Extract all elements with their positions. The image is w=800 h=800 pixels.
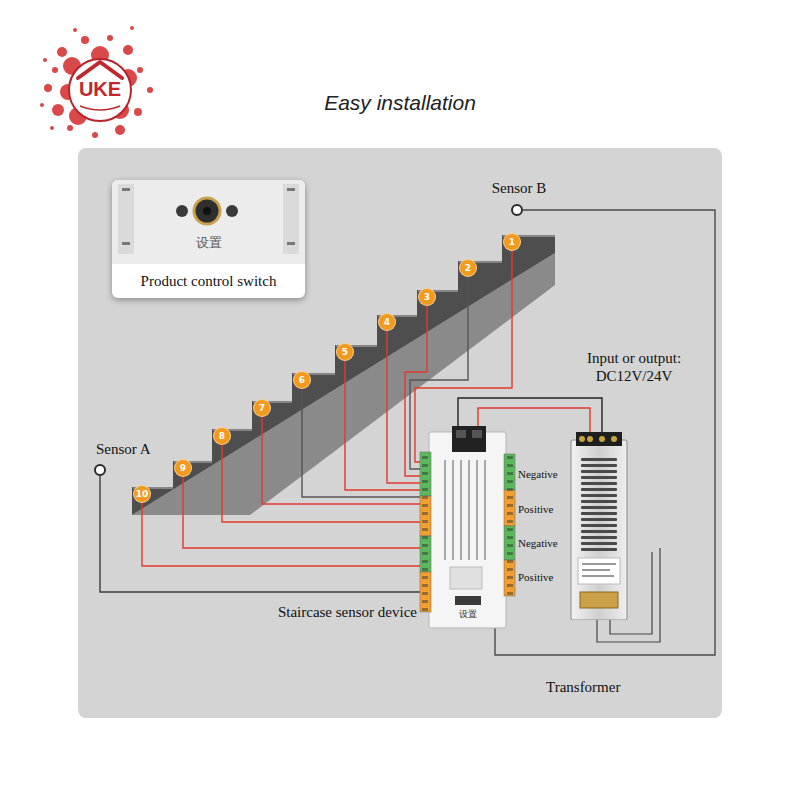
device-label: Staircase sensor device [278, 604, 417, 621]
logo-swoosh [80, 106, 120, 110]
terminal-label: Positive [518, 571, 553, 583]
logo-ring [69, 59, 131, 121]
sensor-icon: Sensor A [94, 464, 106, 476]
button-caption: 设置 [420, 608, 515, 621]
terminal-label: Negative [518, 468, 558, 480]
wire-line [478, 408, 590, 432]
button-caption: 设置 [112, 234, 305, 252]
power-supply: Transformer [568, 432, 630, 620]
callout-number: 4 [379, 314, 395, 330]
device-label: Transformer [546, 679, 620, 696]
callout-number: 2 [460, 260, 476, 276]
inset-panel: 设置 Product control switch [112, 180, 305, 298]
logo-text: UKE [70, 78, 130, 101]
logo-roof [78, 62, 122, 78]
terminal-label: Positive [518, 503, 553, 515]
controller-picture [420, 432, 515, 628]
callout-number: 7 [254, 400, 270, 416]
controller-device: 设置Staircase sensor device [420, 432, 515, 628]
voltage-note: Input or output: DC12V/24V [558, 349, 710, 385]
panel-caption: Product control switch [112, 273, 305, 290]
wire-line [495, 210, 715, 655]
logo-splatter [40, 26, 153, 138]
callout-number: 9 [175, 460, 191, 476]
sensor-label: Sensor B [469, 180, 569, 197]
sensor-icon: Sensor B [511, 204, 523, 216]
wire-connector [100, 476, 420, 592]
wire-connector [478, 408, 590, 432]
callout-number: 8 [214, 428, 230, 444]
wire-line [100, 476, 420, 592]
terminal-label: Negative [518, 537, 558, 549]
callout-number: 10 [134, 486, 150, 502]
panel [78, 148, 722, 718]
wire-connector [495, 210, 715, 655]
callout-number: 6 [294, 372, 310, 388]
callout-number: 5 [337, 344, 353, 360]
callout-number: 3 [419, 289, 435, 305]
power-supply-picture [568, 432, 630, 620]
sensor-label: Sensor A [96, 441, 151, 458]
callout-number: 1 [504, 234, 520, 250]
